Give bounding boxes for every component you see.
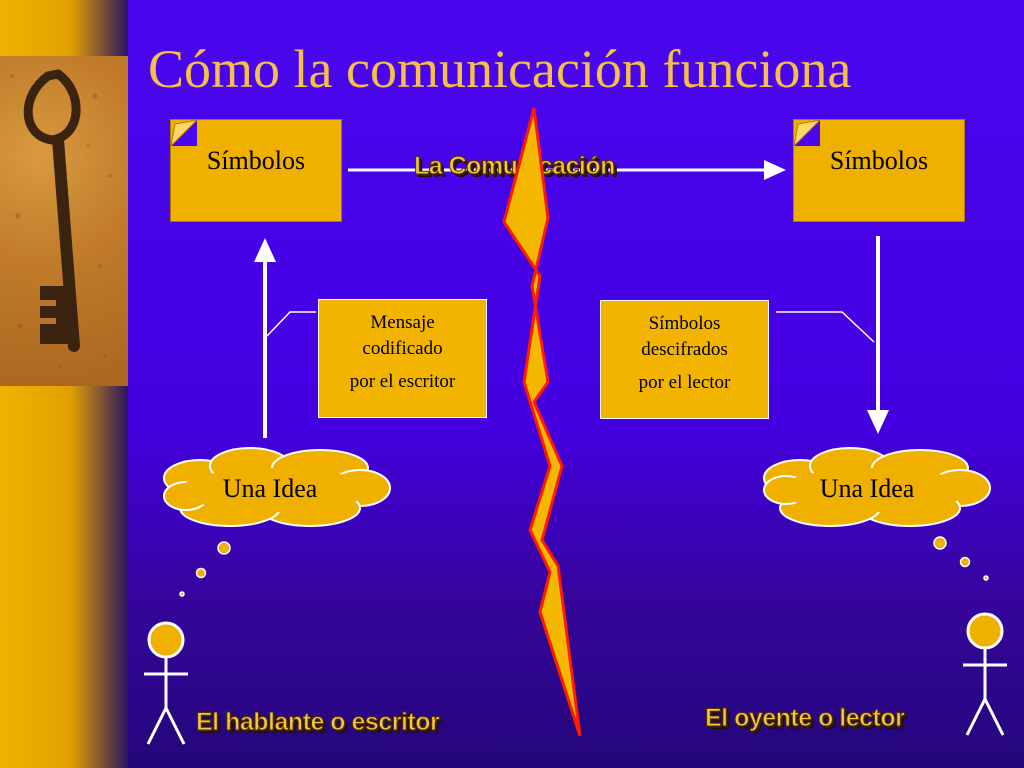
decode-arrow-head <box>867 410 889 434</box>
note-fold-icon <box>171 120 197 146</box>
key-photo <box>0 56 128 386</box>
sender-idea-label: Una Idea <box>222 474 318 503</box>
listener-figure <box>963 612 1007 736</box>
right-thought-dots <box>933 536 989 581</box>
sender-symbols-label: Símbolos <box>206 146 306 175</box>
receiver-idea-label: Una Idea <box>819 474 915 503</box>
speaker-figure <box>144 621 188 745</box>
receiver-symbols-label: Símbolos <box>829 146 929 175</box>
right-cloud-fill <box>779 468 969 512</box>
encoded-message-box: Mensaje codificado por el escritor <box>318 299 487 418</box>
note-fold-icon <box>794 120 820 146</box>
slide-title: Cómo la comunicación funciona <box>148 39 852 99</box>
encoded-line-2: codificado <box>362 338 443 360</box>
receiver-person-label: El oyente o lector <box>704 704 905 733</box>
encode-arrow-head <box>254 238 276 262</box>
encode-callout-line <box>266 311 316 337</box>
decoded-line-1: Símbolos <box>648 313 721 334</box>
key-icon <box>10 69 112 368</box>
left-thought-dots <box>179 541 231 597</box>
decoded-line-3: por el lector <box>638 371 731 393</box>
decode-callout-line <box>776 311 875 343</box>
sender-person-label: El hablante o escritor <box>195 708 440 737</box>
encoded-line-3: por el escritor <box>349 370 456 392</box>
sender-symbols-note: Símbolos <box>170 119 342 222</box>
encoded-line-1: Mensaje <box>370 312 435 333</box>
channel-arrow-head <box>764 160 786 180</box>
decoded-message-box: Símbolos descifrados por el lector <box>600 300 769 419</box>
left-cloud-fill <box>180 468 370 512</box>
receiver-symbols-note: Símbolos <box>793 119 965 222</box>
decoded-line-2: descifrados <box>641 339 728 361</box>
